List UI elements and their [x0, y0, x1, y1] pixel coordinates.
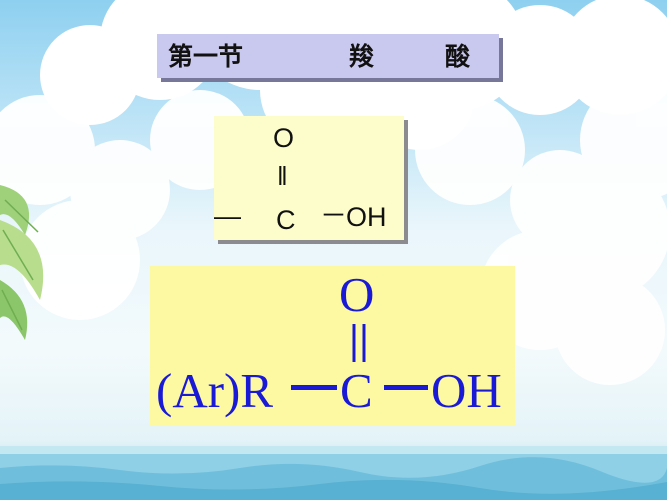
- double-bond-large: [352, 324, 366, 362]
- carbon-atom-large: C: [340, 363, 373, 418]
- carboxyl-group-formula: O ‖ — C － OH: [214, 116, 404, 240]
- right-bond: －: [320, 201, 347, 231]
- double-bond: ‖: [277, 161, 288, 191]
- single-bond-left: [291, 385, 337, 390]
- oxygen-atom: O: [273, 123, 295, 153]
- carboxylic-acid-general-formula: O (Ar)R C OH: [150, 266, 515, 426]
- carbon-atom: C: [276, 205, 296, 235]
- left-bond: —: [214, 201, 241, 231]
- single-bond-right: [384, 385, 428, 390]
- hydroxyl-group: OH: [346, 202, 387, 232]
- substituent-r: (Ar)R: [156, 363, 274, 418]
- hydroxyl-group-large: OH: [431, 363, 502, 418]
- title-word-part2: 酸: [445, 42, 471, 71]
- title-banner: 第一节 羧 酸: [157, 34, 499, 78]
- palm-leaves-decor: [0, 185, 44, 340]
- section-label: 第一节: [168, 42, 244, 71]
- title-word-part1: 羧: [349, 42, 375, 71]
- cloud-body: [0, 80, 667, 385]
- oxygen-atom-large: O: [339, 267, 375, 322]
- sea-strip: [0, 446, 667, 500]
